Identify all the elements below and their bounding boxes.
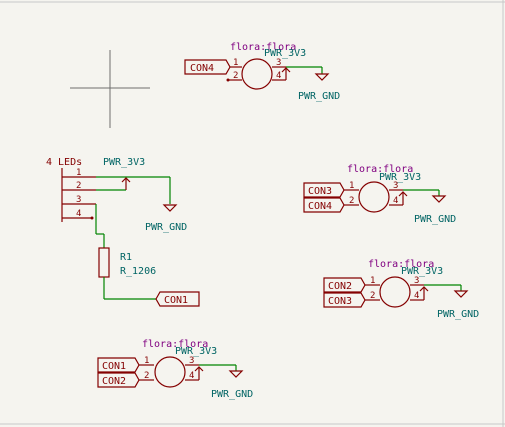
footprint-label: flora:flora xyxy=(230,42,296,53)
ground-symbol-icon xyxy=(453,290,469,298)
ground-symbol-icon xyxy=(228,370,244,378)
flora-pad-body[interactable] xyxy=(241,58,273,90)
power-label: PWR_3V3 xyxy=(401,266,443,277)
power-symbol-icon xyxy=(419,286,429,300)
hierarchical-label[interactable]: CON4 xyxy=(303,197,345,213)
power-label: PWR_3V3 xyxy=(379,172,421,183)
pin-number: 2 xyxy=(76,181,81,191)
power-symbol-icon xyxy=(398,191,408,205)
net-label: CON2 xyxy=(102,376,126,387)
pin-number: 4 xyxy=(276,71,281,81)
ground-symbol-icon xyxy=(162,204,178,212)
pin-number: 4 xyxy=(76,209,81,219)
power-label: PWR_3V3 xyxy=(264,48,306,59)
pin-number: 1 xyxy=(233,58,238,68)
resistor-body[interactable] xyxy=(98,247,110,278)
pin-number: 1 xyxy=(370,276,375,286)
flora-pad-4[interactable]: flora:flora PWR_3V3 CON1 CON2 1 2 3 4 PW… xyxy=(97,339,253,400)
pin-number: 3 xyxy=(414,276,419,286)
flora-pad-3[interactable]: flora:flora PWR_3V3 CON2 CON3 1 2 3 4 PW… xyxy=(323,259,479,320)
pin-number: 4 xyxy=(414,291,419,301)
flora-pad-2[interactable]: flora:flora PWR_3V3 CON3 CON4 1 2 3 4 PW… xyxy=(303,164,456,225)
pin-number: 4 xyxy=(393,196,398,206)
net-label: CON4 xyxy=(190,63,214,74)
flora-pad-body[interactable] xyxy=(379,276,411,308)
ground-label: PWR_GND xyxy=(211,389,253,400)
pin-number: 3 xyxy=(393,181,398,191)
ground-label: PWR_GND xyxy=(414,214,456,225)
pin-number: 3 xyxy=(189,356,194,366)
pin-number: 2 xyxy=(233,71,238,81)
hierarchical-label[interactable]: CON1 xyxy=(155,291,200,307)
pin-number: 2 xyxy=(144,371,149,381)
flora-pad-1[interactable]: flora:flora PWR_3V3 CON4 1 2 3 4 PWR_GND xyxy=(184,42,340,102)
net-label: CON1 xyxy=(164,295,188,306)
ground-symbol-icon xyxy=(431,195,447,203)
hierarchical-label[interactable]: CON1 xyxy=(97,357,140,373)
resistor-value: R_1206 xyxy=(120,266,156,277)
footprint-label: flora:flora xyxy=(142,339,208,350)
hierarchical-label[interactable]: CON2 xyxy=(323,277,366,293)
resistor-ref: R1 xyxy=(120,252,132,263)
pin-number: 3 xyxy=(76,195,81,205)
flora-pad-body[interactable] xyxy=(154,356,186,388)
power-symbol-icon xyxy=(194,366,204,380)
net-label: CON3 xyxy=(308,186,332,197)
hierarchical-label[interactable]: CON3 xyxy=(303,182,345,198)
net-label: CON2 xyxy=(328,281,352,292)
led-header[interactable]: 4 LEDs PWR_3V3 1 2 3 4 PWR_GND xyxy=(46,157,187,248)
ground-label: PWR_GND xyxy=(437,309,479,320)
resistor-r1[interactable]: R1 R_1206 CON1 xyxy=(98,247,200,307)
power-symbol-icon xyxy=(121,177,131,190)
power-label: PWR_3V3 xyxy=(175,346,217,357)
hierarchical-label[interactable]: CON4 xyxy=(184,59,231,75)
hierarchical-label[interactable]: CON2 xyxy=(97,372,140,388)
pin-number: 2 xyxy=(370,291,375,301)
net-label: CON3 xyxy=(328,296,352,307)
pin-number: 4 xyxy=(189,371,194,381)
footprint-label: flora:flora xyxy=(368,259,434,270)
footprint-label: flora:flora xyxy=(347,164,413,175)
crosshair-cursor-icon xyxy=(70,50,150,128)
hierarchical-label[interactable]: CON3 xyxy=(323,292,366,308)
pin-number: 2 xyxy=(349,196,354,206)
ground-label: PWR_GND xyxy=(145,222,187,233)
pin-number: 1 xyxy=(144,356,149,366)
pin-number: 3 xyxy=(276,58,281,68)
power-label: PWR_3V3 xyxy=(103,157,145,168)
flora-pad-body[interactable] xyxy=(358,181,390,213)
ground-symbol-icon xyxy=(314,73,330,81)
led-header-label: 4 LEDs xyxy=(46,157,82,168)
pin-number: 1 xyxy=(349,181,354,191)
ground-label: PWR_GND xyxy=(298,91,340,102)
net-label: CON1 xyxy=(102,361,126,372)
pin-number: 1 xyxy=(76,168,81,178)
net-label: CON4 xyxy=(308,201,332,212)
power-symbol-icon xyxy=(281,67,291,80)
